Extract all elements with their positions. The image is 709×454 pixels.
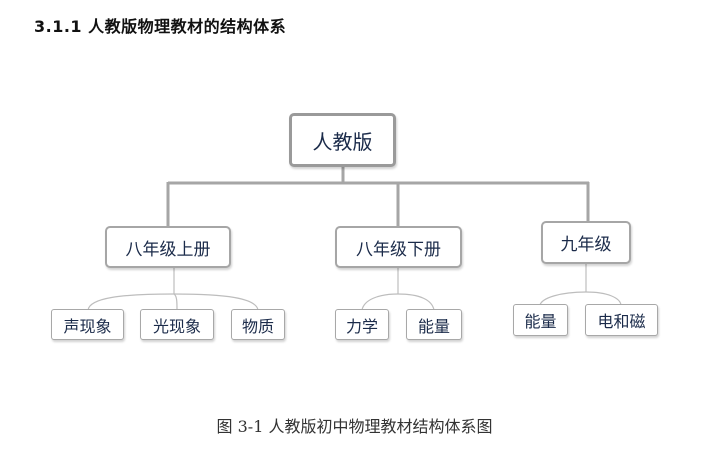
- leaf-light: 光现象: [140, 309, 214, 340]
- leaf-curve-0-0: [87, 293, 175, 311]
- leaf-curve-0-2: [173, 293, 259, 311]
- leaf-mechanics: 力学: [335, 309, 389, 340]
- grade-node-9: 九年级: [541, 221, 631, 264]
- leaf-sound: 声现象: [51, 309, 124, 340]
- leaf-curve-2-0: [539, 291, 587, 306]
- section-title: 3.1.1 人教版物理教材的结构体系: [34, 17, 287, 36]
- grade-node-8a: 八年级上册: [105, 226, 231, 268]
- leaf-curve-1-1: [397, 293, 435, 311]
- leaf-energy-9: 能量: [513, 304, 568, 336]
- root-node: 人教版: [289, 113, 396, 167]
- leaf-electromagnetism: 电和磁: [585, 304, 658, 336]
- leaf-curve-2-1: [585, 291, 622, 306]
- figure-caption: 图 3-1 人教版初中物理教材结构体系图: [216, 417, 493, 436]
- leaf-curve-0-1: [173, 293, 178, 311]
- leaf-curve-1-0: [361, 293, 399, 311]
- leaf-matter: 物质: [231, 309, 285, 340]
- grade-node-8b: 八年级下册: [335, 226, 462, 268]
- leaf-energy-8b: 能量: [406, 309, 462, 340]
